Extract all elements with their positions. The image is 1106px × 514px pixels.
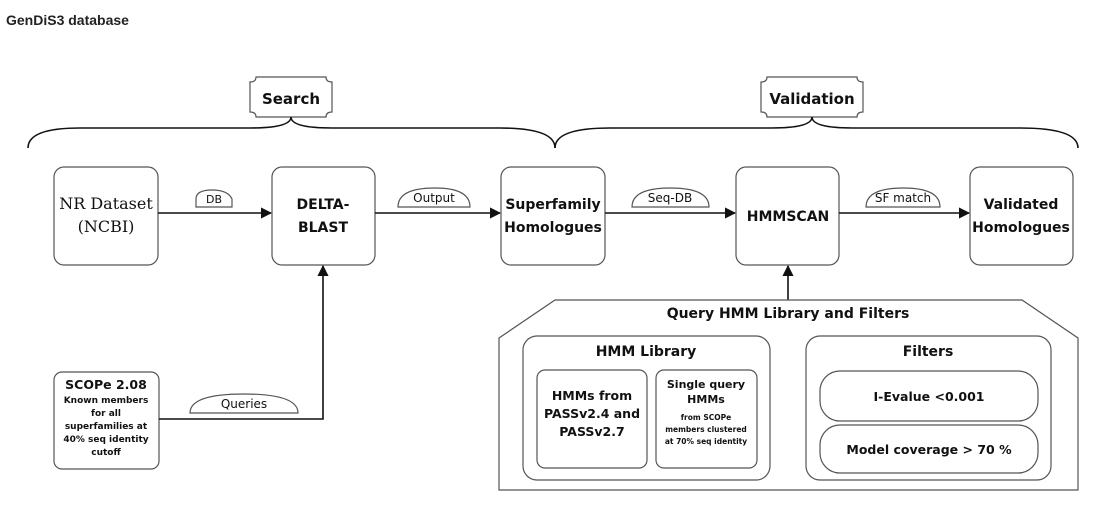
scope-node: SCOPe 2.08 Known members for all superfa… [53,371,160,470]
validated-homologues-node: Validated Homologues [969,166,1074,266]
db-label: DB [206,193,222,206]
passv-line1: HMMs from [552,388,632,403]
evalue-filter: I-Evalue <0.001 [819,370,1039,422]
db-edge-label: DB [195,189,233,208]
output-label: Output [413,191,455,205]
coverage-label: Model coverage > 70 % [846,442,1012,457]
validated-line1: Validated [984,197,1059,213]
search-brace [27,116,556,149]
nr-dataset-line2: (NCBI) [78,217,135,236]
passv-line3: PASSv2.7 [559,424,624,439]
evalue-label: I-Evalue <0.001 [874,389,985,404]
passv-hmms-box: HMMs from PASSv2.4 and PASSv2.7 [536,369,648,469]
validated-line2: Homologues [972,220,1070,236]
scope-desc-2: for all [91,409,121,419]
queries-edge-label: Queries [189,393,299,414]
single-query-line1: Single query [667,378,745,391]
passv-line2: PASSv2.4 and [544,406,640,421]
hmmscan-node: HMMSCAN [735,166,840,266]
single-query-line2: HMMs [687,393,725,406]
superfamily-line2: Homologues [504,220,602,236]
scope-desc-4: 40% seq identity [63,435,148,445]
nr-dataset-node: NR Dataset (NCBI) [53,166,159,266]
single-query-desc3: at 70% seq identity [665,437,747,446]
nr-dataset-line1: NR Dataset [59,194,153,213]
single-query-desc1: from SCOPe [681,413,731,422]
search-phase-label: Search [249,76,333,118]
validation-phase-label: Validation [760,76,864,118]
seq-db-label: Seq-DB [648,191,692,205]
coverage-filter: Model coverage > 70 % [819,424,1039,474]
delta-blast-line1: DELTA- [297,197,350,213]
hmmscan-label: HMMSCAN [747,209,830,225]
superfamily-line1: Superfamily [505,197,600,213]
queries-label: Queries [221,397,267,411]
scope-desc-3: superfamilies at [65,422,148,432]
search-label: Search [262,90,320,108]
single-query-desc2: members clustered [665,425,747,434]
filters-title: Filters [903,344,954,360]
validation-label: Validation [769,90,854,108]
sf-match-label: SF match [875,191,931,205]
scope-title: SCOPe 2.08 [65,377,147,392]
single-query-hmms-box: Single query HMMs from SCOPe members clu… [655,369,758,469]
validation-brace [554,116,1079,149]
output-edge-label: Output [397,187,471,208]
seq-db-edge-label: Seq-DB [631,187,710,208]
query-library-title: Query HMM Library and Filters [667,306,910,322]
sf-match-edge-label: SF match [865,187,941,208]
page-title: GenDiS3 database [6,12,129,28]
superfamily-homologues-node: Superfamily Homologues [500,166,606,266]
scope-desc-5: cutoff [91,448,121,458]
scope-desc-1: Known members [64,396,149,406]
hmm-library-title: HMM Library [596,344,697,360]
delta-blast-node: DELTA- BLAST [271,166,376,266]
delta-blast-line2: BLAST [298,220,349,236]
queries-arrow [159,264,329,420]
